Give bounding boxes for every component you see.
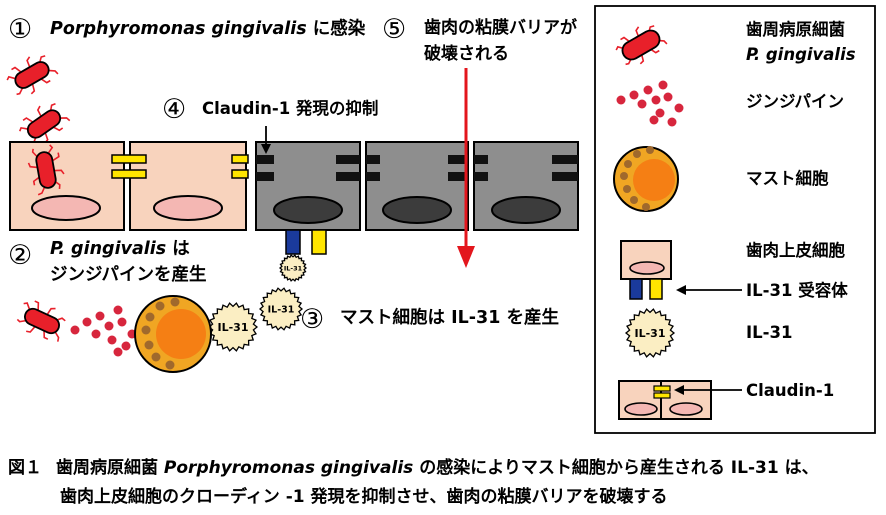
claudin-junction: [231, 154, 249, 179]
caption-line1-b: の感染によりマスト細胞から産生される IL-31 は、: [413, 457, 818, 478]
step-4-text: Claudin-1 発現の抑制: [202, 98, 378, 118]
step-2-species: P. gingivalis: [50, 239, 166, 259]
step-5-number: ⑤: [382, 14, 406, 45]
legend-mast-cell: マスト細胞: [613, 146, 829, 212]
bacterium: [27, 144, 65, 196]
gingipain-dots: [70, 305, 137, 357]
step-3-label: ③ マスト細胞は IL-31 を産生: [300, 304, 559, 335]
healthy-epithelial-cell: [129, 141, 247, 231]
step-2-number: ②: [8, 240, 32, 271]
caption-line1: 図１ 歯周病原細菌 Porphyromonas gingivalis の感染により…: [8, 457, 819, 478]
legend-bacteria-line1: 歯周病原細菌: [746, 19, 845, 39]
step-5-line1: 歯肉の粘膜バリアが: [424, 17, 577, 38]
legend-epithelial-label: 歯肉上皮細胞: [746, 240, 846, 260]
step-1-label: ① Porphyromonas gingivalis に感染: [8, 14, 366, 45]
step-2-line2: ジンジパインを産生: [50, 264, 206, 285]
legend-gingipain: ジンジパイン: [616, 80, 844, 127]
il31-particle-label: IL-31: [635, 327, 666, 340]
il31-particle: IL-31: [278, 254, 308, 282]
step-1-number: ①: [8, 14, 32, 45]
bacterium: [16, 300, 66, 342]
step-4-label: ④ Claudin-1 発現の抑制: [162, 94, 378, 125]
figure-caption: 図１ 歯周病原細菌 Porphyromonas gingivalis の感染により…: [8, 457, 819, 507]
legend-receptor-label: IL-31 受容体: [746, 280, 848, 300]
legend-bacterium: 歯周病原細菌 P. gingivalis: [615, 19, 856, 66]
claudin-junction: [111, 154, 147, 179]
damaged-epithelial-cell: [365, 141, 469, 231]
step-5-line2: 破壊される: [424, 43, 509, 64]
legend-box: [594, 5, 876, 434]
il31-particle: IL-31: [207, 302, 259, 352]
il31-receptor: [285, 229, 327, 255]
legend-claudin-label: Claudin-1: [746, 381, 834, 400]
il31-particle-label: IL-31: [218, 321, 249, 334]
bacterium: [6, 55, 59, 96]
step-5-label: ⑤ 歯肉の粘膜バリアが 破壊される: [382, 14, 577, 64]
caption-prefix: 図１: [8, 458, 42, 478]
legend-epithelial-cell: 歯肉上皮細胞: [620, 240, 846, 280]
caption-line1-a: 歯周病原細菌: [56, 457, 164, 478]
caption-line2: 歯肉上皮細胞のクローディン -1 発現を抑制させ、歯肉の粘膜バリアを破壊する: [60, 486, 668, 507]
healthy-epithelial-cell: [9, 141, 125, 231]
step-2-label: ② P. gingivalis は ジンジパインを産生: [8, 239, 206, 285]
legend-gingipain-label: ジンジパイン: [746, 92, 844, 111]
il31-particle-label: IL-31: [268, 304, 295, 315]
il31-particle: IL-31: [258, 287, 304, 331]
mast-cell: [134, 295, 212, 373]
damaged-epithelial-cell: [255, 141, 361, 231]
step-3-text: マスト細胞は IL-31 を産生: [340, 307, 559, 328]
il31-particle: IL-31: [624, 308, 676, 358]
caption-line1-species: Porphyromonas gingivalis: [164, 458, 413, 478]
step-1-species: Porphyromonas gingivalis: [50, 19, 307, 39]
step-1-suffix: に感染: [307, 18, 366, 39]
step-1-text: Porphyromonas gingivalis に感染: [50, 18, 366, 39]
legend-il31: IL-31 IL-31: [624, 308, 792, 358]
il31-particle-label: IL-31: [284, 264, 303, 272]
legend-bacteria-line2: P. gingivalis: [746, 45, 856, 64]
legend-claudin: Claudin-1: [618, 380, 834, 420]
legend-il31-label: IL-31: [746, 323, 792, 342]
step-4-number: ④: [162, 94, 186, 125]
damaged-epithelial-cell: [473, 141, 579, 231]
legend-il31-receptor: IL-31 受容体: [629, 278, 848, 300]
step-2-suffix: は: [166, 239, 190, 259]
step-3-number: ③: [300, 304, 324, 335]
barrier-breakdown-arrow: [457, 68, 475, 268]
step-2-line1: P. gingivalis は: [50, 239, 190, 259]
il31-particle: IL-31: [624, 308, 676, 358]
legend-mast-cell-label: マスト細胞: [746, 168, 829, 188]
